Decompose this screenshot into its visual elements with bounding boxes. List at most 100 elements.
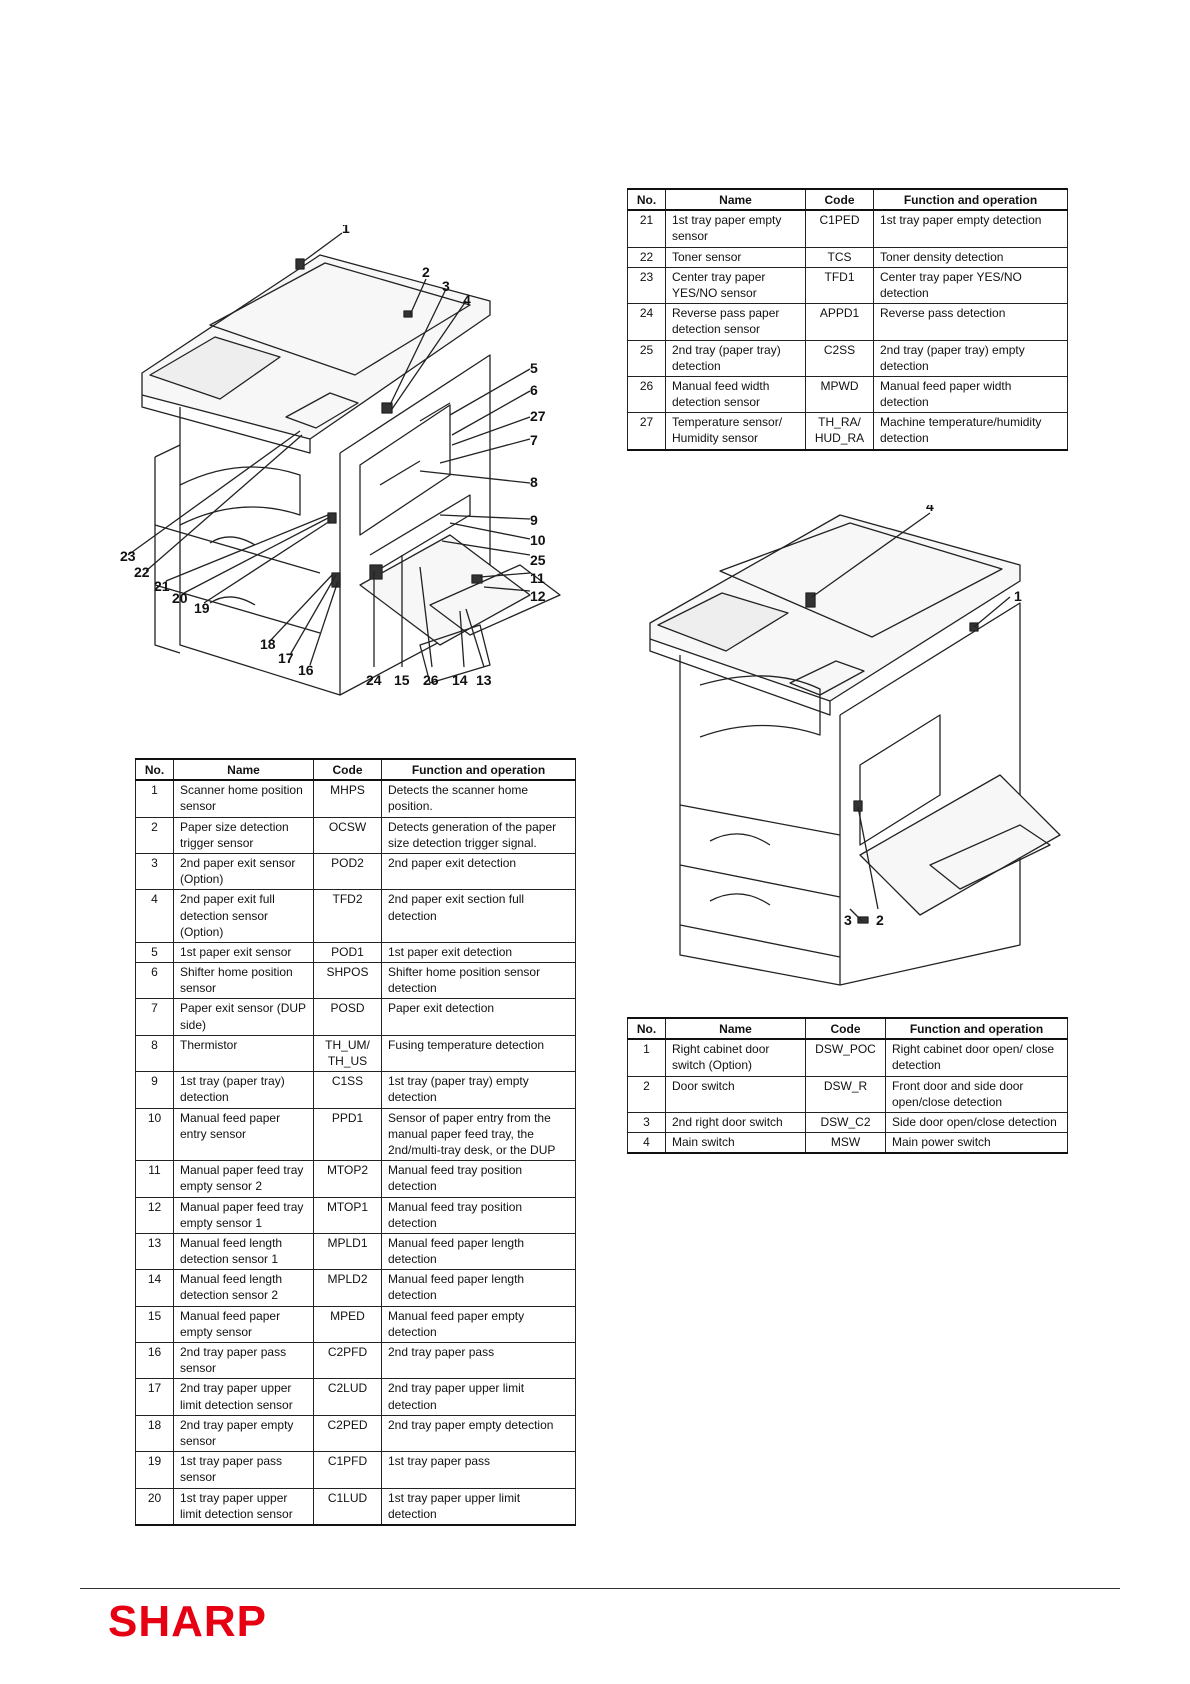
cell-function: Manual feed tray position detection bbox=[381, 1160, 576, 1198]
cell-code: C1LUD bbox=[313, 1487, 382, 1526]
callout-label: 10 bbox=[530, 532, 546, 548]
cell-name: Manual feed paper empty sensor bbox=[173, 1305, 314, 1344]
cell-no: 4 bbox=[627, 1132, 666, 1155]
cell-name: 2nd tray paper pass sensor bbox=[173, 1341, 314, 1380]
cell-name: Center tray paper YES/NO sensor bbox=[665, 266, 806, 305]
cell-function: 1st tray paper pass bbox=[381, 1451, 576, 1489]
cell-no: 10 bbox=[135, 1107, 174, 1162]
cell-no: 17 bbox=[135, 1378, 174, 1416]
callout-label: 14 bbox=[452, 672, 468, 688]
machine-switches-drawing: 4 1 3 2 bbox=[649, 505, 1061, 986]
callout-label: 2 bbox=[422, 264, 430, 280]
cell-name: Main switch bbox=[665, 1132, 806, 1155]
cell-code: TFD2 bbox=[313, 889, 382, 943]
callout-label: 20 bbox=[172, 590, 188, 606]
table-header-row: No. Name Code Function and operation bbox=[627, 188, 1068, 211]
cell-name: Temperature sensor/ Humidity sensor bbox=[665, 412, 806, 451]
cell-name: Toner sensor bbox=[665, 246, 806, 268]
cell-no: 15 bbox=[135, 1305, 174, 1344]
header-no: No. bbox=[627, 188, 666, 211]
cell-name: Right cabinet door switch (Option) bbox=[665, 1038, 806, 1077]
callout-label: 1 bbox=[342, 225, 350, 236]
cell-function: Manual feed paper width detection bbox=[873, 375, 1068, 414]
cell-code: MPED bbox=[313, 1305, 382, 1344]
cell-no: 2 bbox=[135, 816, 174, 854]
cell-name: 1st tray paper upper limit detection sen… bbox=[173, 1487, 314, 1526]
cell-function: Manual feed paper empty detection bbox=[381, 1305, 576, 1344]
cell-code: MPLD1 bbox=[313, 1232, 382, 1271]
cell-code: C2SS bbox=[805, 339, 874, 377]
cell-code: TH_RA/ HUD_RA bbox=[805, 412, 874, 451]
callout-label: 17 bbox=[278, 650, 294, 666]
cell-code: MTOP2 bbox=[313, 1160, 382, 1198]
callout-label: 26 bbox=[423, 672, 439, 688]
cell-function: Sensor of paper entry from the manual pa… bbox=[381, 1107, 576, 1162]
cell-no: 7 bbox=[135, 998, 174, 1036]
header-function: Function and operation bbox=[873, 188, 1068, 211]
cell-code: C2LUD bbox=[313, 1378, 382, 1416]
cell-code: C2PED bbox=[313, 1414, 382, 1453]
cell-function: Side door open/close detection bbox=[885, 1111, 1068, 1134]
callout-label: 16 bbox=[298, 662, 314, 678]
callout-label: 22 bbox=[134, 564, 150, 580]
cell-no: 12 bbox=[135, 1196, 174, 1234]
callout-label: 15 bbox=[394, 672, 410, 688]
callout-label: 3 bbox=[442, 278, 450, 294]
cell-no: 1 bbox=[627, 1038, 666, 1077]
cell-name: 2nd paper exit sensor (Option) bbox=[173, 852, 314, 891]
callout-label: 18 bbox=[260, 636, 276, 652]
cell-code: C1PFD bbox=[313, 1451, 382, 1489]
header-code: Code bbox=[805, 1017, 886, 1040]
cell-code: POSD bbox=[313, 998, 382, 1036]
cell-name: 1st tray paper empty sensor bbox=[665, 209, 806, 248]
cell-name: 2nd tray paper upper limit detection sen… bbox=[173, 1378, 314, 1416]
cell-function: Front door and side door open/close dete… bbox=[885, 1075, 1068, 1113]
cell-no: 23 bbox=[627, 266, 666, 305]
cell-code: C2PFD bbox=[313, 1341, 382, 1380]
figure-machine-switches: 4 1 3 2 bbox=[640, 505, 1080, 1000]
cell-no: 26 bbox=[627, 375, 666, 414]
header-function: Function and operation bbox=[381, 758, 576, 781]
cell-no: 25 bbox=[627, 339, 666, 377]
cell-name: Reverse pass paper detection sensor bbox=[665, 303, 806, 341]
callout-label: 3 bbox=[844, 912, 852, 928]
brand-wordmark: SHARP bbox=[108, 1597, 267, 1644]
cell-code: TH_UM/ TH_US bbox=[313, 1034, 382, 1073]
callout-label: 1 bbox=[1014, 588, 1022, 604]
header-function: Function and operation bbox=[885, 1017, 1068, 1040]
cell-name: Door switch bbox=[665, 1075, 806, 1113]
callout-label: 5 bbox=[530, 360, 538, 376]
machine-sensors-drawing: 1 2 3 4 5 6 27 7 8 9 10 25 11 12 13 14 2… bbox=[120, 225, 561, 696]
cell-function: Center tray paper YES/NO detection bbox=[873, 266, 1068, 305]
cell-name: 1st tray paper pass sensor bbox=[173, 1451, 314, 1489]
callout-label: 13 bbox=[476, 672, 492, 688]
cell-code: MPWD bbox=[805, 375, 874, 414]
cell-no: 14 bbox=[135, 1269, 174, 1307]
cell-function: 1st paper exit detection bbox=[381, 941, 576, 964]
sharp-logo-mark: SHARP bbox=[108, 1597, 267, 1646]
cell-function: 1st tray paper upper limit detection bbox=[381, 1487, 576, 1526]
cell-function: 2nd tray (paper tray) empty detection bbox=[873, 339, 1068, 377]
cell-function: 2nd tray paper pass bbox=[381, 1341, 576, 1380]
header-code: Code bbox=[805, 188, 874, 211]
cell-no: 18 bbox=[135, 1414, 174, 1453]
cell-no: 3 bbox=[627, 1111, 666, 1134]
table-header-row: No. Name Code Function and operation bbox=[627, 1017, 1068, 1040]
